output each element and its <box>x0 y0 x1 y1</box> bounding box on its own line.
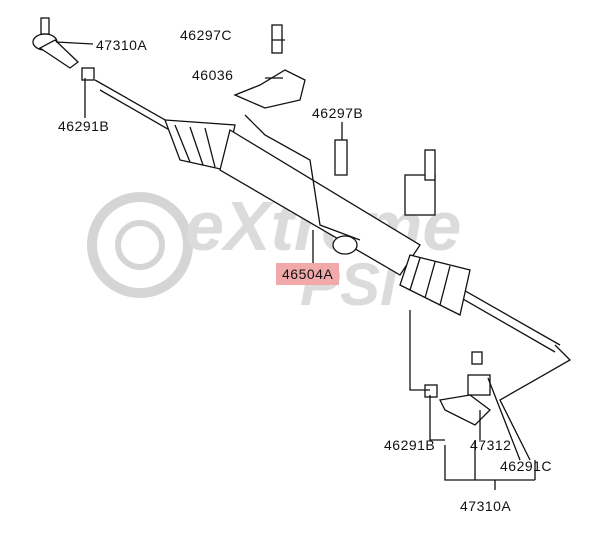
bolt-top-drawing <box>271 24 283 54</box>
label-46291b-left: 46291B <box>58 118 110 134</box>
bolt-mid-drawing <box>334 139 348 176</box>
pinion-valve <box>332 149 436 255</box>
boot-right <box>399 254 471 316</box>
tie-rod-end-left <box>32 17 95 81</box>
label-46291b-right: 46291B <box>384 437 436 453</box>
bracket-drawing <box>233 69 306 109</box>
label-46291c: 46291C <box>500 458 553 474</box>
label-47310a-right: 47310A <box>460 498 512 514</box>
label-47310a-left: 47310A <box>96 37 148 53</box>
label-47312: 47312 <box>470 437 512 453</box>
label-46036: 46036 <box>192 67 234 83</box>
rack-housing <box>219 128 421 276</box>
tie-rod-end-right <box>424 351 491 426</box>
boot-left <box>164 119 236 171</box>
label-46504a-highlighted: 46504A <box>276 263 340 285</box>
fluid-line <box>244 114 361 241</box>
label-46297b: 46297B <box>312 105 364 121</box>
label-46297c: 46297C <box>180 27 233 43</box>
